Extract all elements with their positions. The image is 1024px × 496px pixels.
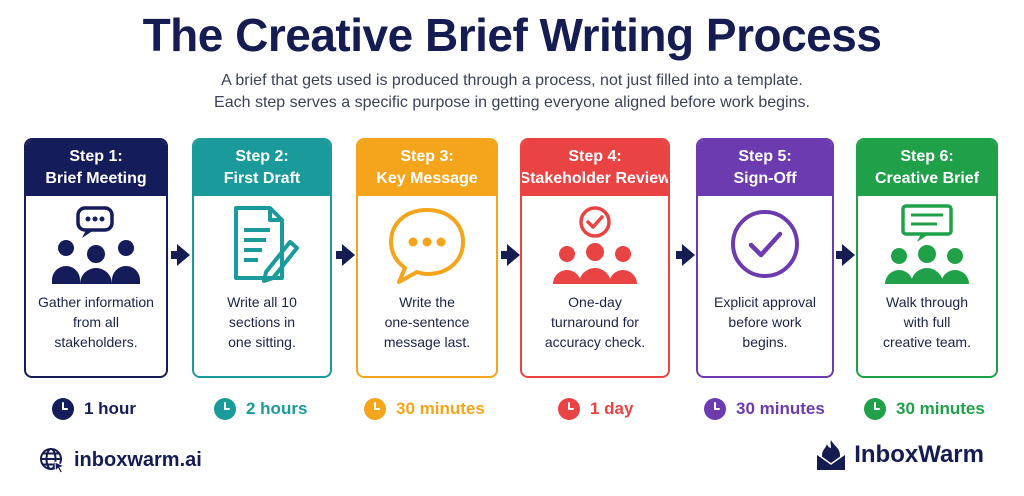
arrow-right-icon (171, 244, 190, 266)
arrow-right-icon (676, 244, 695, 266)
duration-3: 30 minutes (364, 396, 485, 422)
clock-icon (52, 398, 74, 420)
duration-label: 1 day (590, 399, 634, 418)
desc-line: sections in (228, 314, 296, 330)
desc-line: Gather information (38, 294, 154, 310)
step-header-5: Step 5: Sign-Off (698, 140, 832, 196)
duration-label: 30 minutes (896, 399, 985, 418)
step-name: Creative Brief (874, 170, 980, 187)
desc-line: one sitting. (228, 334, 296, 350)
document-pen-icon (194, 196, 330, 292)
step-description-6: Walk through with full creative team. (858, 292, 996, 352)
process-steps: Step 1: Brief Meeting Gather informat (0, 138, 1024, 380)
duration-4: 1 day (558, 396, 633, 422)
desc-line: turnaround for (551, 314, 639, 330)
website-link[interactable]: inboxwarm.ai (38, 446, 202, 474)
step-header-3: Step 3: Key Message (358, 140, 496, 196)
subtitle-line-2: Each step serves a specific purpose in g… (214, 94, 810, 111)
step-name: Brief Meeting (45, 170, 147, 187)
step-number: Step 1: (69, 148, 123, 165)
step-description-1: Gather information from all stakeholders… (26, 292, 166, 352)
step-number: Step 3: (400, 148, 454, 165)
group-check-icon (522, 196, 668, 292)
arrow-right-icon (836, 244, 855, 266)
clock-icon (558, 398, 580, 420)
duration-label: 2 hours (246, 399, 308, 418)
step-name: Sign-Off (733, 170, 797, 187)
step-description-3: Write the one-sentence message last. (358, 292, 496, 352)
globe-cursor-icon (40, 448, 66, 474)
step-description-4: One-day turnaround for accuracy check. (522, 292, 668, 352)
duration-label: 1 hour (84, 399, 136, 418)
step-number: Step 5: (738, 148, 792, 165)
checkmark-circle-icon (698, 196, 832, 292)
step-number: Step 6: (900, 148, 954, 165)
desc-line: from all (73, 314, 119, 330)
duration-2: 2 hours (214, 396, 307, 422)
step-header-4: Step 4: Stakeholder Review (522, 140, 668, 196)
clock-icon (704, 398, 726, 420)
duration-label: 30 minutes (736, 399, 825, 418)
desc-line: one-sentence (384, 314, 470, 330)
desc-line: stakeholders. (54, 334, 138, 350)
desc-line: Write all 10 (227, 294, 297, 310)
step-card-4: Step 4: Stakeholder Review One-day turna… (520, 138, 670, 378)
step-description-2: Write all 10 sections in one sitting. (194, 292, 330, 352)
step-card-1: Step 1: Brief Meeting Gather informat (24, 138, 168, 378)
desc-line: begins. (742, 334, 788, 350)
clock-icon (864, 398, 886, 420)
brand-name: InboxWarm (854, 441, 984, 468)
team-meeting-icon (26, 196, 166, 292)
desc-line: Walk through (886, 294, 968, 310)
mail-flame-icon (816, 440, 846, 470)
brand-logo: InboxWarm (814, 438, 984, 472)
page-subtitle: A brief that gets used is produced throu… (0, 70, 1024, 114)
step-header-1: Step 1: Brief Meeting (26, 140, 166, 196)
step-card-3: Step 3: Key Message Write the one-senten… (356, 138, 498, 378)
page-title: The Creative Brief Writing Process (142, 9, 882, 61)
website-label: inboxwarm.ai (74, 448, 202, 471)
arrow-right-icon (501, 244, 520, 266)
step-card-2: Step 2: First Draft Write all 10 section… (192, 138, 332, 378)
duration-6: 30 minutes (864, 396, 985, 422)
step-card-6: Step 6: Creative Brief Walk throug (856, 138, 998, 378)
step-header-6: Step 6: Creative Brief (858, 140, 996, 196)
arrow-right-icon (336, 244, 355, 266)
desc-line: message last. (383, 334, 471, 350)
speech-bubble-icon (358, 196, 496, 292)
step-name: Stakeholder Review (520, 170, 670, 187)
clock-icon (214, 398, 236, 420)
desc-line: before work (728, 314, 802, 330)
desc-line: creative team. (883, 334, 971, 350)
desc-line: Write the (399, 294, 455, 310)
step-header-2: Step 2: First Draft (194, 140, 330, 196)
duration-1: 1 hour (52, 396, 136, 422)
desc-line: with full (903, 314, 951, 330)
duration-5: 30 minutes (704, 396, 825, 422)
desc-line: Explicit approval (714, 294, 816, 310)
step-number: Step 2: (235, 148, 289, 165)
step-name: Key Message (376, 170, 478, 187)
desc-line: accuracy check. (544, 334, 646, 350)
step-number: Step 4: (568, 148, 622, 165)
duration-label: 30 minutes (396, 399, 485, 418)
team-presentation-icon (858, 196, 996, 292)
clock-icon (364, 398, 386, 420)
desc-line: One-day (568, 294, 622, 310)
step-description-5: Explicit approval before work begins. (698, 292, 832, 352)
step-card-5: Step 5: Sign-Off Explicit approval befor… (696, 138, 834, 378)
step-name: First Draft (223, 170, 301, 187)
subtitle-line-1: A brief that gets used is produced throu… (221, 72, 803, 89)
